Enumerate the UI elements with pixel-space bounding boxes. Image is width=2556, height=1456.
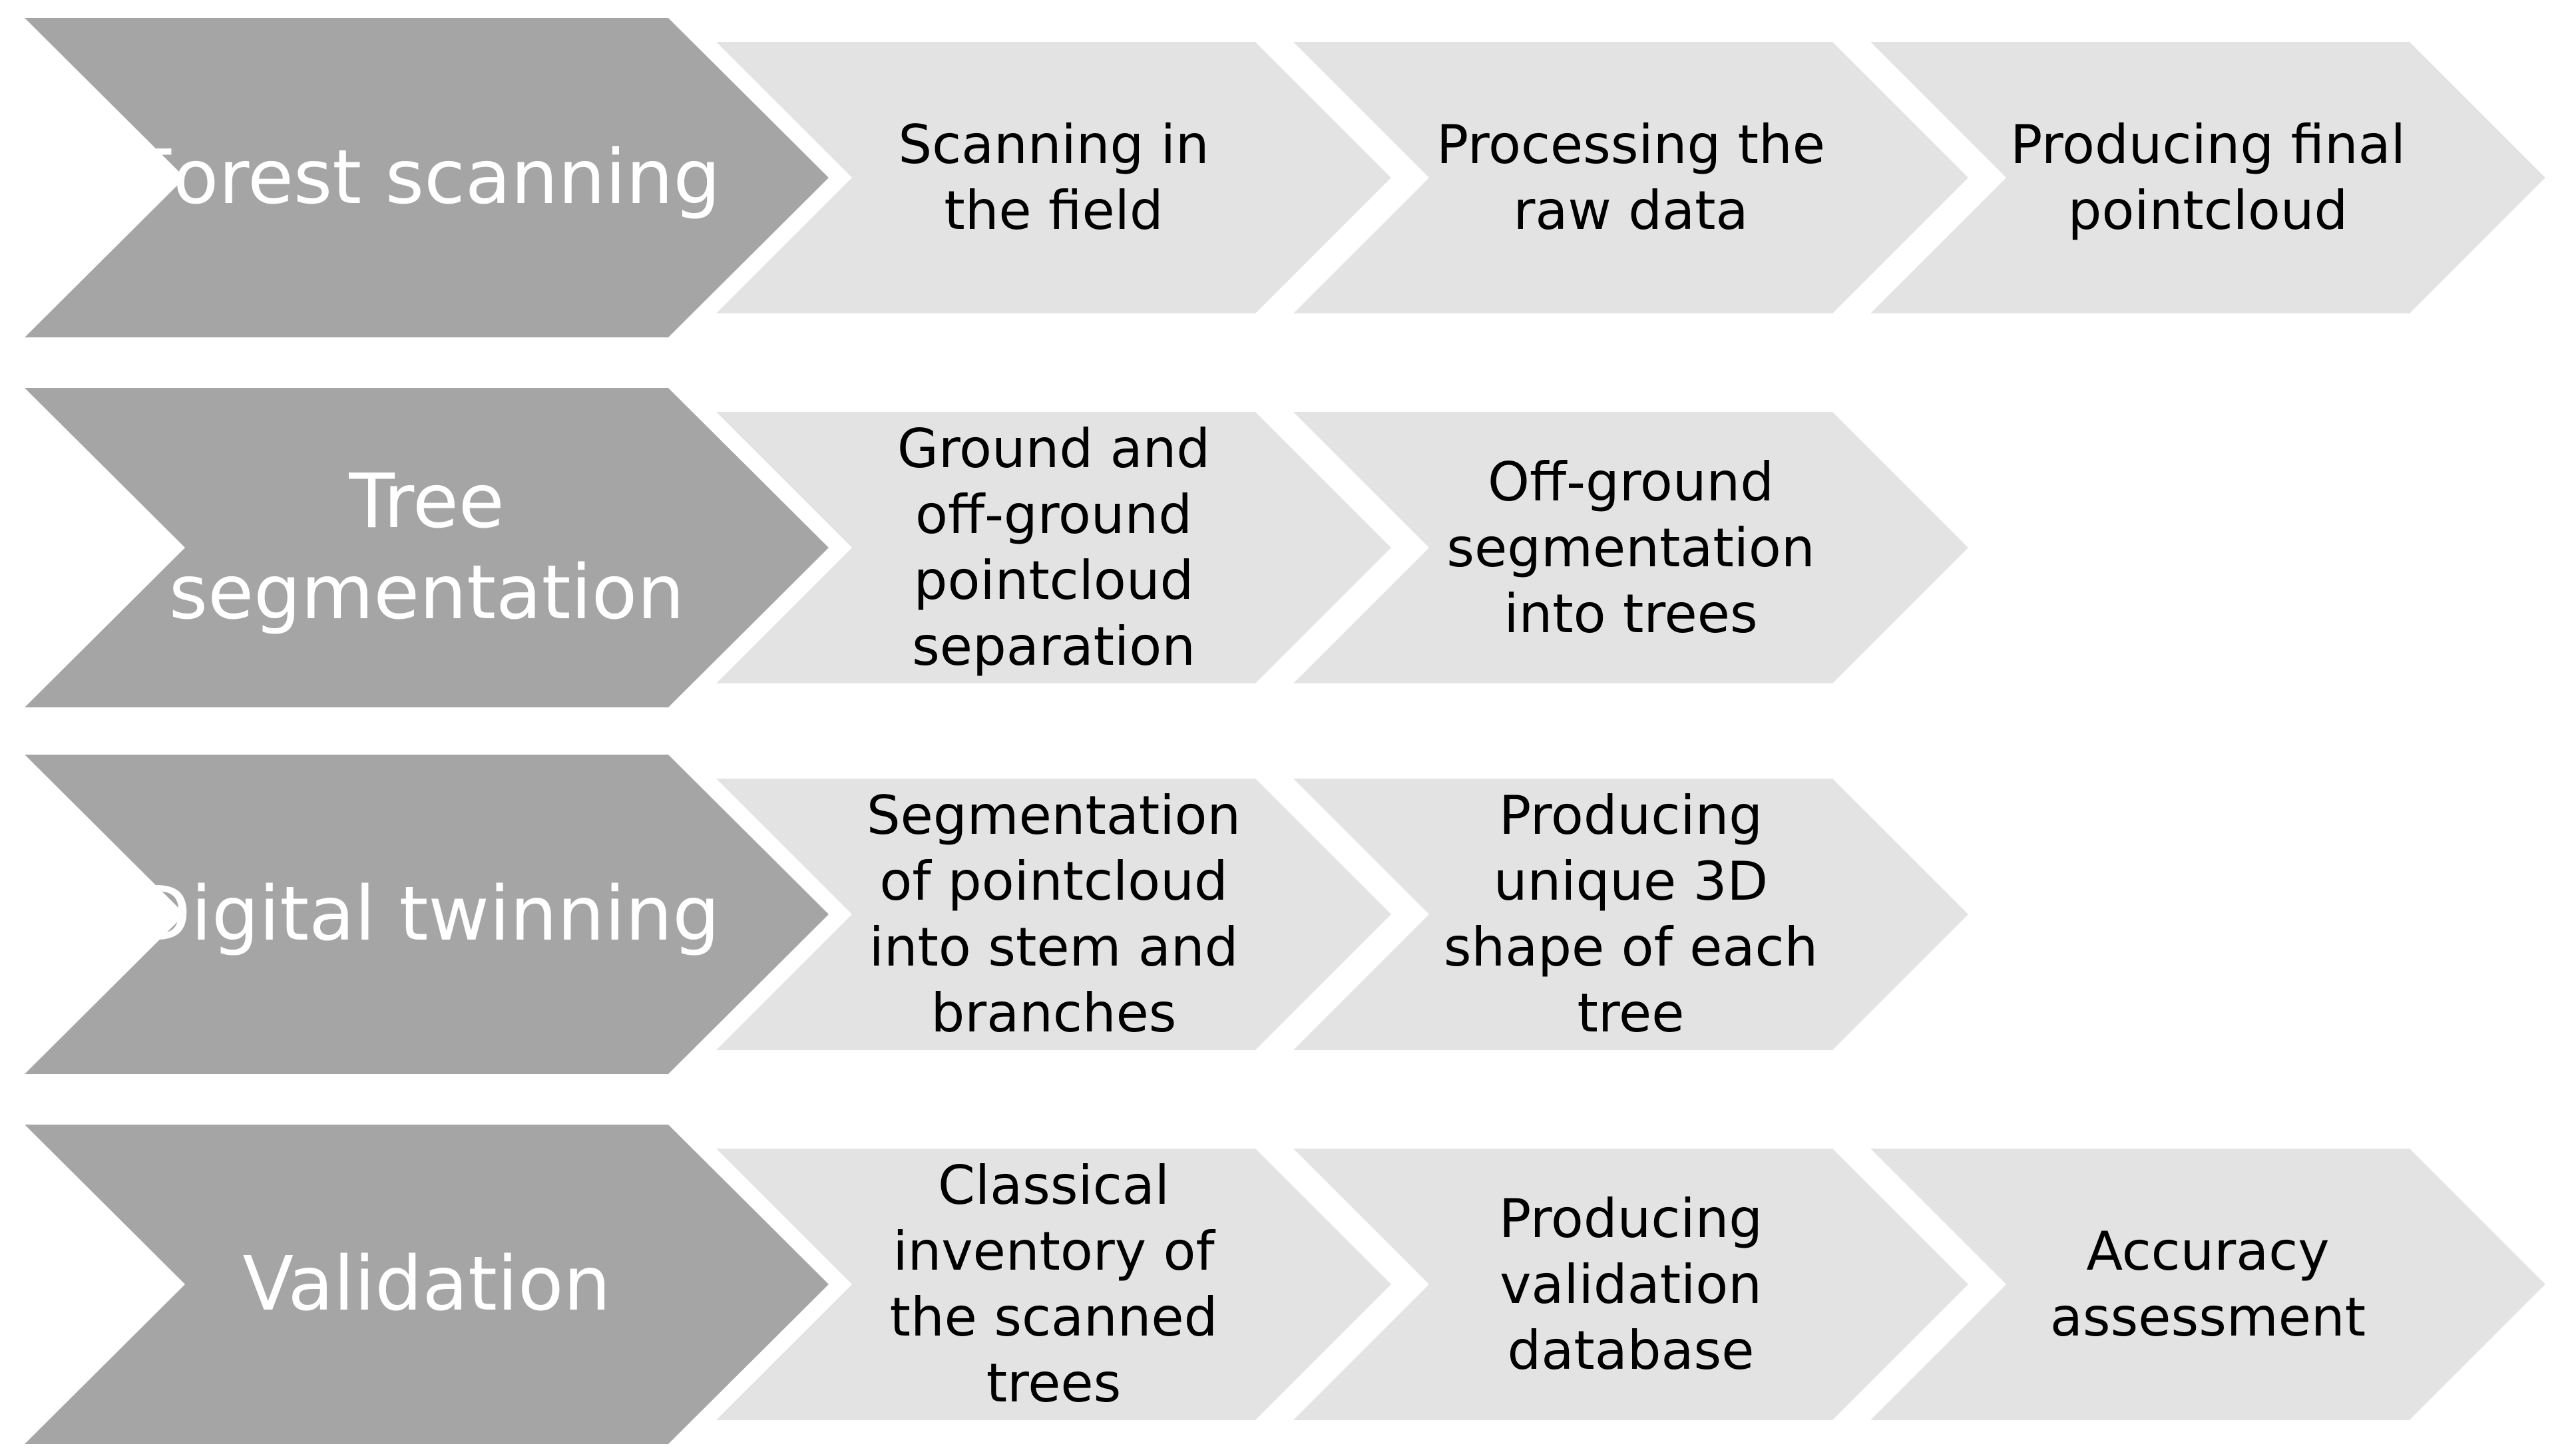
- stage-title: Forest scanning: [132, 134, 721, 221]
- step-label: Segmentation of pointcloud into stem and…: [866, 785, 1241, 1044]
- stage-forest-scanning: Forest scanning: [25, 18, 829, 337]
- step-label: Producing validation database: [1498, 1187, 1763, 1381]
- stage-title: Validation: [242, 1240, 611, 1328]
- step-label: Off-ground segmentation into trees: [1446, 451, 1815, 645]
- stage-title: Tree segmentation: [168, 458, 685, 636]
- step-scanning-in-the-field: Scanning in the field: [716, 42, 1391, 313]
- step-label: Classical inventory of the scanned trees: [889, 1155, 1218, 1414]
- step-label: Scanning in the field: [898, 114, 1209, 242]
- stage-digital-twinning: Digital twinning: [25, 755, 829, 1074]
- step-processing-raw-data: Processing the raw data: [1293, 42, 1968, 313]
- step-accuracy-assessment: Accuracy assessment: [1870, 1149, 2545, 1420]
- step-label: Accuracy assessment: [2049, 1220, 2366, 1348]
- step-label: Processing the raw data: [1436, 114, 1825, 242]
- step-label: Producing final pointcloud: [2010, 114, 2406, 242]
- stage-validation: Validation: [25, 1125, 829, 1444]
- step-off-ground-segmentation: Off-ground segmentation into trees: [1293, 412, 1968, 683]
- step-unique-3d-shape: Producing unique 3D shape of each tree: [1293, 779, 1968, 1050]
- stage-tree-segmentation: Tree segmentation: [25, 388, 829, 707]
- step-label: Producing unique 3D shape of each tree: [1443, 785, 1818, 1044]
- step-label: Ground and off-ground pointcloud separat…: [897, 418, 1211, 677]
- step-producing-final-pointcloud: Producing final pointcloud: [1870, 42, 2545, 313]
- stage-title: Digital twinning: [133, 870, 720, 958]
- step-validation-database: Producing validation database: [1293, 1149, 1968, 1420]
